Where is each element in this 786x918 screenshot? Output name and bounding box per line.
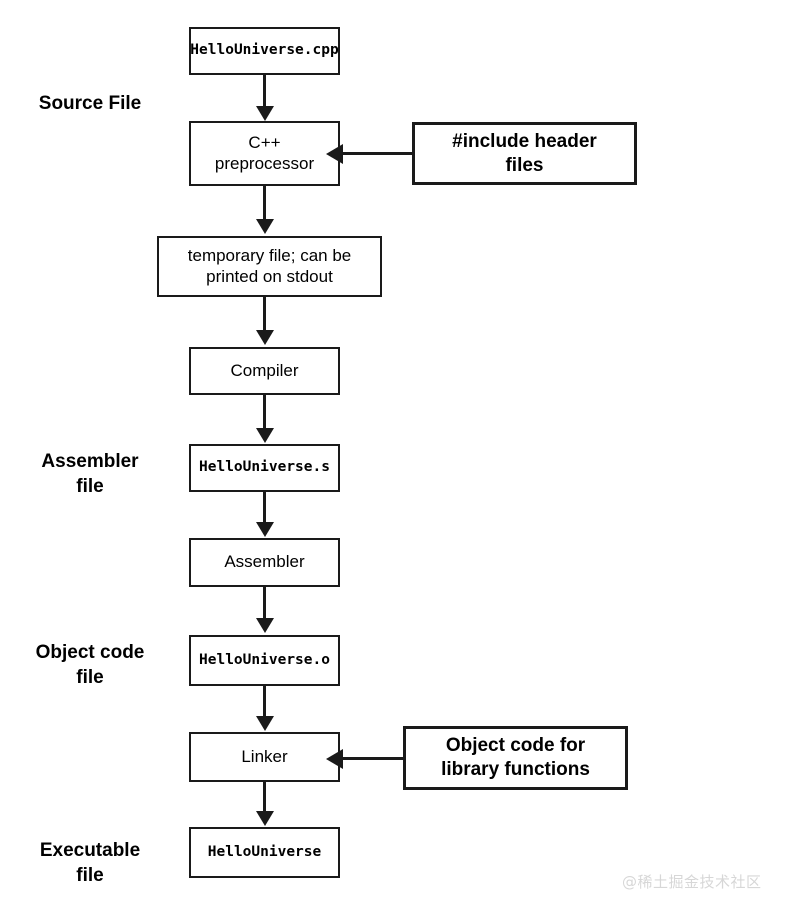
node-hellouniverse[interactable]: HelloUniverse xyxy=(189,827,340,878)
node-hellouniverse-s[interactable]: HelloUniverse.s xyxy=(189,444,340,492)
node-compiler[interactable]: Compiler xyxy=(189,347,340,395)
node-object-code-library[interactable]: Object code for library functions xyxy=(403,726,628,790)
node-cpp-preprocessor[interactable]: C++ preprocessor xyxy=(189,121,340,186)
arrow-library-code-to-linker xyxy=(342,757,403,760)
stage-label-executable-file: Executable file xyxy=(39,840,141,886)
arrow-assembler-to-object-file xyxy=(263,587,266,620)
arrow-object-file-to-linker xyxy=(263,686,266,718)
node-hellouniverse-cpp[interactable]: HelloUniverse.cpp xyxy=(189,27,340,75)
arrow-preprocessor-to-temporary-file xyxy=(263,186,266,221)
stage-label-assembler-file: Assembler file xyxy=(41,451,139,497)
arrow-linker-to-executable xyxy=(263,782,266,813)
node-include-header-files[interactable]: #include header files xyxy=(412,122,637,185)
stage-label-source-file: Source File xyxy=(38,93,142,114)
arrow-source-to-preprocessor xyxy=(263,75,266,108)
arrow-assembly-file-to-assembler xyxy=(263,492,266,524)
arrow-include-headers-to-preprocessor xyxy=(342,152,412,155)
watermark-text: @稀土掘金技术社区 xyxy=(622,873,762,891)
node-temporary-file[interactable]: temporary file; can be printed on stdout xyxy=(157,236,382,297)
arrow-compiler-to-assembly-file xyxy=(263,395,266,430)
node-assembler[interactable]: Assembler xyxy=(189,538,340,587)
stage-label-object-code-file: Object code file xyxy=(35,642,145,688)
arrow-temporary-file-to-compiler xyxy=(263,297,266,332)
node-hellouniverse-o[interactable]: HelloUniverse.o xyxy=(189,635,340,686)
node-linker[interactable]: Linker xyxy=(189,732,340,782)
